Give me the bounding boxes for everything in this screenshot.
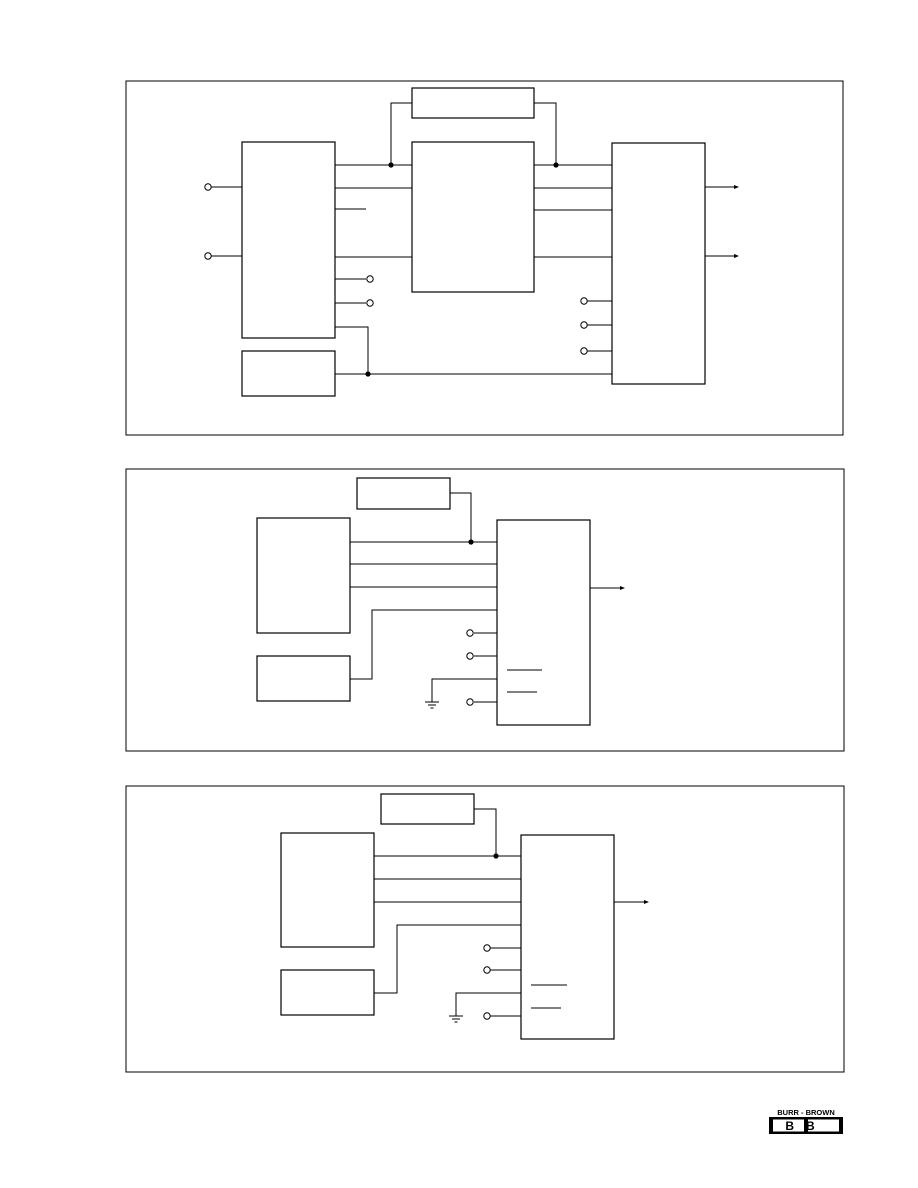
diagram-3-pins [483,944,491,1020]
logo-cell-left [773,1119,804,1132]
diagram-1-junctions [365,162,559,377]
diagram-2-right-block [496,519,591,726]
diagram-2-top-block [356,477,451,510]
logo-cell-right [808,1119,839,1132]
diagram-1-frame [125,80,844,436]
diagram-3-wires [374,808,649,1023]
diagram-1-right-block [611,142,706,385]
logo-mark: BB [785,1119,826,1133]
diagram-3-top-block [380,793,475,825]
diagram-2-left-block [256,517,351,634]
diagram-3-right-block [520,834,615,1040]
diagram-1-top-block [411,87,535,119]
diagram-3-frame [125,785,845,1073]
diagram-3 [125,785,845,1073]
diagram-1 [125,80,844,436]
diagram-3-bottom-left-block [280,969,375,1016]
diagram-2-frame [125,468,845,752]
diagram-1-bottom-left-block [241,350,336,397]
diagram-2-bottom-left-block [256,655,351,702]
logo-top-text: BURR - BROWN [777,1108,835,1117]
diagram-3-left-block [280,832,375,948]
burr-brown-logo: BURR - BROWN BB [769,1108,843,1134]
diagram-3-junctions [493,853,499,859]
diagram-1-wires [211,102,739,375]
diagram-1-center-block [411,141,535,293]
diagram-2-wires [350,492,625,709]
diagram-2-junctions [468,539,474,545]
diagram-2 [125,468,845,752]
diagram-1-left-block [241,141,336,339]
diagram-2-pins [466,629,474,706]
diagram-1-pins [204,183,588,355]
